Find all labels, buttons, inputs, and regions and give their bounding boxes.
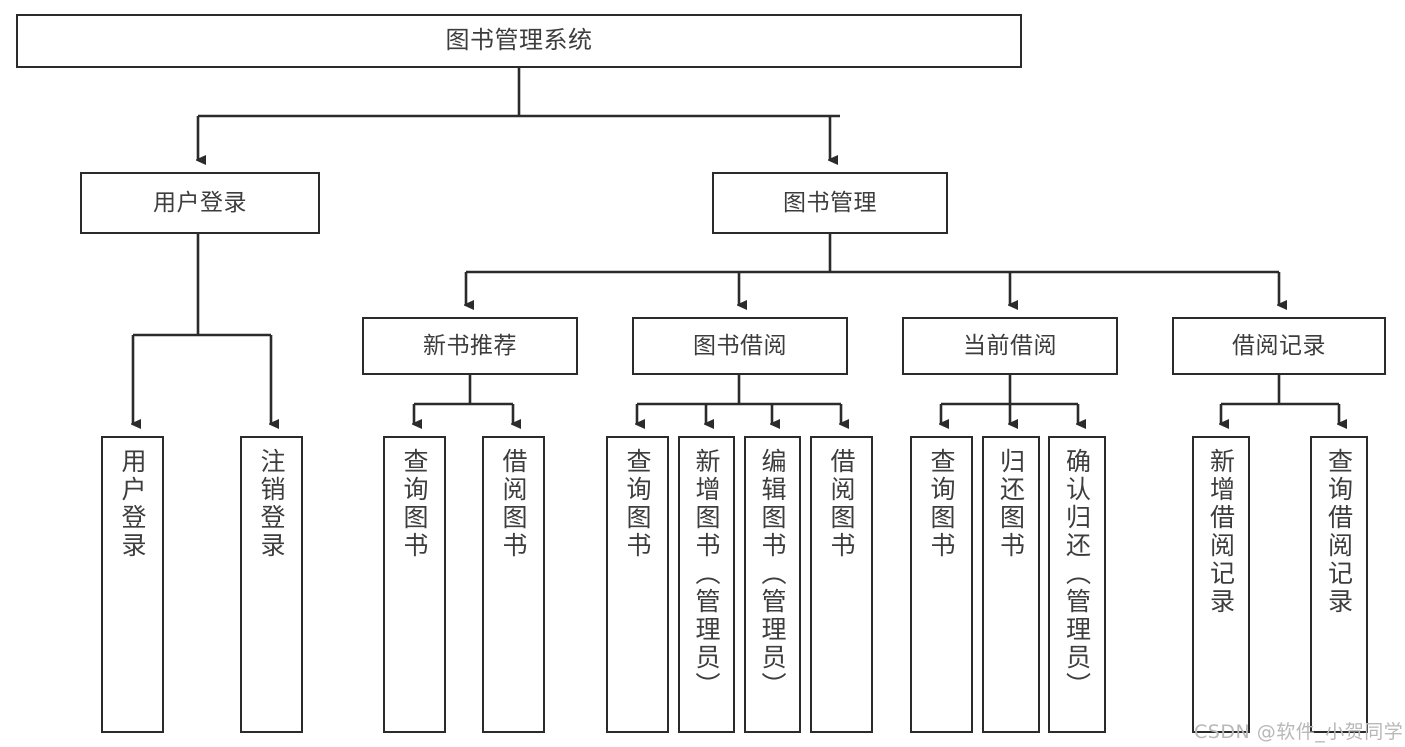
node-label: 当前借阅	[963, 332, 1057, 359]
node-label: 用户登录	[118, 448, 147, 560]
node-label: 归还图书	[996, 448, 1026, 560]
node-root-system[interactable]: 图书管理系统	[16, 14, 1022, 68]
leaf-record-add-borrow-record[interactable]: 新增借阅记录	[1192, 436, 1250, 733]
node-borrow-record[interactable]: 借阅记录	[1172, 317, 1386, 375]
node-label: 新书推荐	[423, 332, 517, 359]
leaf-current-confirm-return-admin[interactable]: 确认归还（管理员）	[1048, 436, 1106, 733]
leaf-user-login-do[interactable]: 用户登录	[101, 436, 164, 733]
node-label: 编辑图书（管理员）	[758, 448, 787, 700]
leaf-borrow-borrow-book[interactable]: 借阅图书	[810, 436, 873, 733]
node-label: 借阅记录	[1232, 332, 1326, 359]
node-book-borrow[interactable]: 图书借阅	[632, 317, 848, 375]
node-label: 图书借阅	[693, 332, 787, 359]
leaf-borrow-edit-book-admin[interactable]: 编辑图书（管理员）	[744, 436, 801, 733]
node-label: 新增图书（管理员）	[692, 448, 721, 700]
node-label: 查询图书	[400, 448, 429, 560]
node-label: 新增借阅记录	[1206, 448, 1236, 616]
node-label: 注销登录	[257, 448, 286, 560]
node-label: 用户登录	[153, 189, 247, 216]
csdn-watermark: CSDN @软件_小贺同学	[1194, 721, 1404, 743]
node-label: 图书管理系统	[445, 26, 593, 55]
leaf-borrow-add-book-admin[interactable]: 新增图书（管理员）	[678, 436, 735, 733]
node-label: 图书管理	[783, 189, 877, 216]
node-label: 借阅图书	[827, 448, 856, 560]
node-label: 查询借阅记录	[1324, 448, 1354, 616]
node-book-management[interactable]: 图书管理	[712, 172, 948, 234]
node-label: 查询图书	[623, 448, 652, 560]
node-current-borrow[interactable]: 当前借阅	[902, 317, 1118, 375]
leaf-current-return-book[interactable]: 归还图书	[982, 436, 1040, 733]
node-label: 确认归还（管理员）	[1062, 448, 1092, 700]
leaf-borrow-query-book[interactable]: 查询图书	[606, 436, 669, 733]
node-user-login[interactable]: 用户登录	[80, 172, 320, 234]
node-label: 查询图书	[927, 448, 956, 560]
leaf-recommend-borrow-book[interactable]: 借阅图书	[482, 436, 545, 733]
leaf-recommend-query-book[interactable]: 查询图书	[383, 436, 446, 733]
node-new-book-recommend[interactable]: 新书推荐	[362, 317, 578, 375]
leaf-record-query-borrow-record[interactable]: 查询借阅记录	[1310, 436, 1368, 733]
leaf-current-query-book[interactable]: 查询图书	[910, 436, 973, 733]
node-label: 借阅图书	[499, 448, 528, 560]
leaf-user-logout[interactable]: 注销登录	[240, 436, 303, 733]
